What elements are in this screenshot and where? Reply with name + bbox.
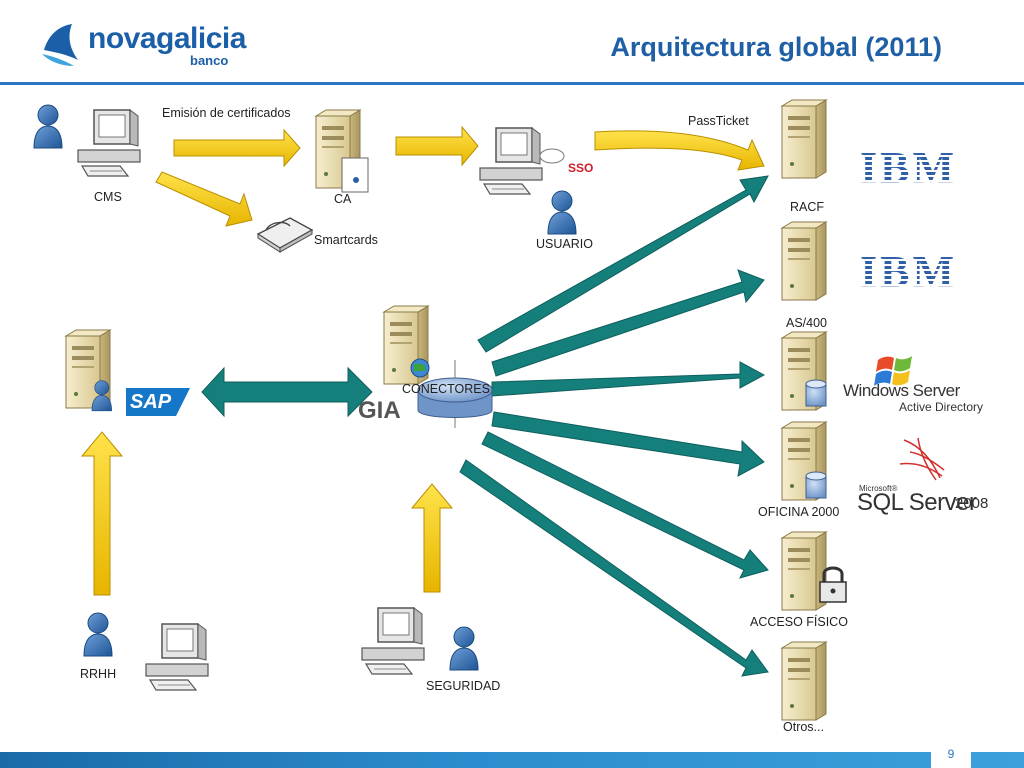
ibm-logo-as400: IBM <box>860 247 957 296</box>
sap-badge <box>126 388 190 416</box>
rrhh-label: RRHH <box>80 667 117 681</box>
padlock-icon <box>819 566 847 603</box>
arrow-cms-ca <box>173 128 301 168</box>
globe-icon <box>410 358 430 378</box>
windows-flag-icon <box>874 356 912 386</box>
usuario-user-icon <box>547 190 577 235</box>
footer-bar <box>0 752 1024 768</box>
smartcard-reader-icon <box>256 217 314 253</box>
ibm-logo-racf: IBM <box>860 143 957 192</box>
sql-server-emblem-icon <box>899 437 945 481</box>
rrhh-computer-icon <box>145 623 209 691</box>
database-icon-ad <box>805 379 827 407</box>
gia-label: GIA <box>358 397 401 424</box>
arrow-rrhh-sap <box>80 431 124 596</box>
page-title: Arquitectura global (2011) <box>610 32 942 62</box>
rrhh-user-icon <box>83 612 113 657</box>
as400-server-icon <box>781 221 827 301</box>
novagalicia-logo: novagalicia banco <box>38 18 248 70</box>
logo-wordmark: novagalicia <box>88 22 246 55</box>
database-icon-oficina <box>805 471 827 499</box>
cms-label: CMS <box>94 190 122 204</box>
otros-label: Otros... <box>783 720 824 734</box>
usuario-label: USUARIO <box>536 237 593 251</box>
racf-server-icon <box>781 99 827 179</box>
oficina-label: OFICINA 2000 <box>758 505 840 519</box>
header-divider <box>0 82 1024 85</box>
smartcards-label: Smartcards <box>314 233 378 247</box>
seguridad-computer-icon <box>361 607 425 675</box>
page-number: 9 <box>947 747 955 761</box>
arrow-passticket <box>594 130 765 171</box>
conectores-label: CONECTORES <box>402 382 490 396</box>
conectores-disk-icon <box>417 360 493 428</box>
microsoft-label: Microsoft® <box>859 484 898 493</box>
otros-server-icon <box>781 641 827 721</box>
acceso-label: ACCESO FÍSICO <box>750 615 848 629</box>
racf-label: RACF <box>790 200 825 214</box>
teal-fan-arrows <box>459 175 769 677</box>
arrow-ca-usuario <box>395 125 479 167</box>
sql-server-logo: SQL Server <box>857 489 977 516</box>
as400-label: AS/400 <box>786 316 828 330</box>
arrow-seguridad-gia <box>410 483 454 593</box>
cms-computer-icon <box>77 109 141 177</box>
seguridad-user-icon <box>449 626 479 671</box>
windows-server-logo: Windows Server <box>843 381 960 400</box>
logo-subtext: banco <box>190 53 229 68</box>
seguridad-label: SEGURIDAD <box>426 679 501 693</box>
windows-server-subtitle: Active Directory <box>899 400 984 414</box>
sap-logo-text: SAP <box>130 391 172 413</box>
sso-label: SSO <box>568 161 593 175</box>
passticket-label: PassTicket <box>688 114 749 128</box>
usuario-computer-icon <box>479 127 543 195</box>
certificate-icon <box>341 157 369 193</box>
emision-label: Emisión de certificados <box>162 106 291 120</box>
page-number-box <box>931 745 971 768</box>
sql-server-version: 2008 <box>955 495 989 512</box>
arrow-cms-smartcards <box>155 171 253 227</box>
cms-user-icon <box>33 104 63 149</box>
sail-logo-icon <box>42 24 78 66</box>
ca-label: CA <box>334 192 352 206</box>
sso-key-icon: SSO <box>539 148 593 175</box>
arrow-sap-gia <box>201 366 373 418</box>
